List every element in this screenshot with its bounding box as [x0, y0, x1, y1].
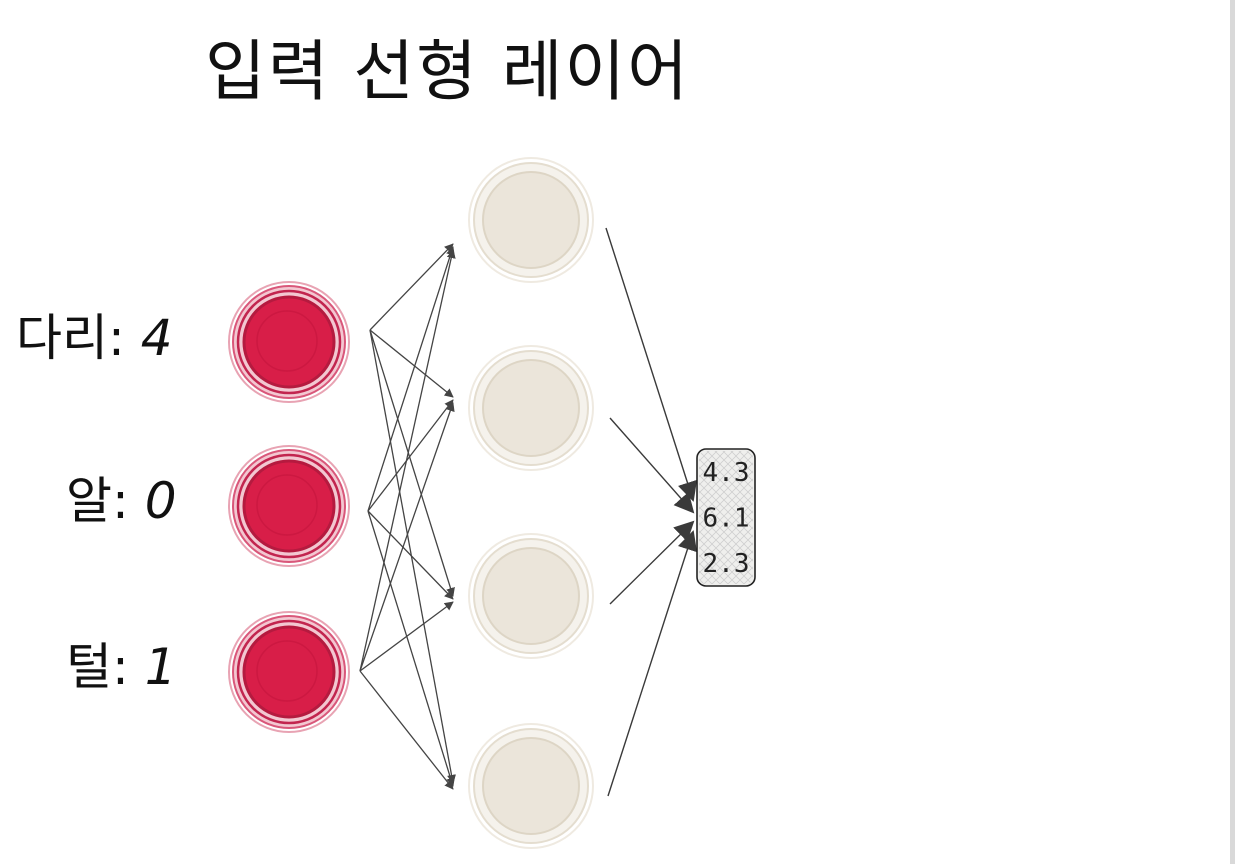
input-node-1: [228, 445, 350, 567]
edge-input-2-hidden-1: [359, 402, 455, 672]
edge-hidden-1-output: [609, 417, 695, 514]
edge-input-2-hidden-3: [359, 670, 454, 790]
output-box-hatch: [699, 451, 753, 584]
hidden-node-1: [468, 345, 594, 471]
input-label-eggs: 알: 0: [66, 472, 177, 530]
edge-input-0-hidden-2: [369, 329, 455, 597]
edge-input-1-hidden-0: [367, 246, 455, 512]
edge-input-2-hidden-0: [359, 249, 456, 672]
hidden-node-2: [468, 533, 594, 659]
edge-hidden-2-output: [609, 520, 695, 605]
input-node-0: [228, 281, 350, 403]
input-label-legs: 다리: 4: [16, 309, 173, 367]
output-vector: 4.3 6.1 2.3: [696, 448, 756, 587]
edge-hidden-0-output: [605, 227, 698, 502]
edge-input-0-hidden-1: [369, 329, 454, 398]
output-value-1: 6.1: [703, 504, 750, 534]
hidden-node-3: [468, 723, 594, 849]
diagram-title: 입력 선형 레이어: [205, 33, 690, 110]
hidden-to-output-edges: [605, 227, 698, 797]
output-value-2: 2.3: [703, 549, 750, 579]
edge-input-0-hidden-0: [369, 243, 454, 331]
edge-input-1-hidden-2: [367, 510, 454, 600]
hidden-node-0: [468, 157, 594, 283]
input-node-2: [228, 611, 350, 733]
edge-input-2-hidden-2: [359, 601, 454, 672]
edge-hidden-3-output: [607, 530, 698, 797]
hidden-nodes: [468, 157, 594, 849]
page-edge: [1230, 0, 1235, 864]
edge-input-1-hidden-3: [367, 510, 455, 787]
input-to-hidden-edges: [359, 243, 456, 790]
output-value-0: 4.3: [703, 458, 750, 488]
input-nodes: [228, 281, 350, 733]
input-label-fur: 털: 1: [66, 638, 177, 696]
edge-input-1-hidden-1: [367, 399, 454, 512]
